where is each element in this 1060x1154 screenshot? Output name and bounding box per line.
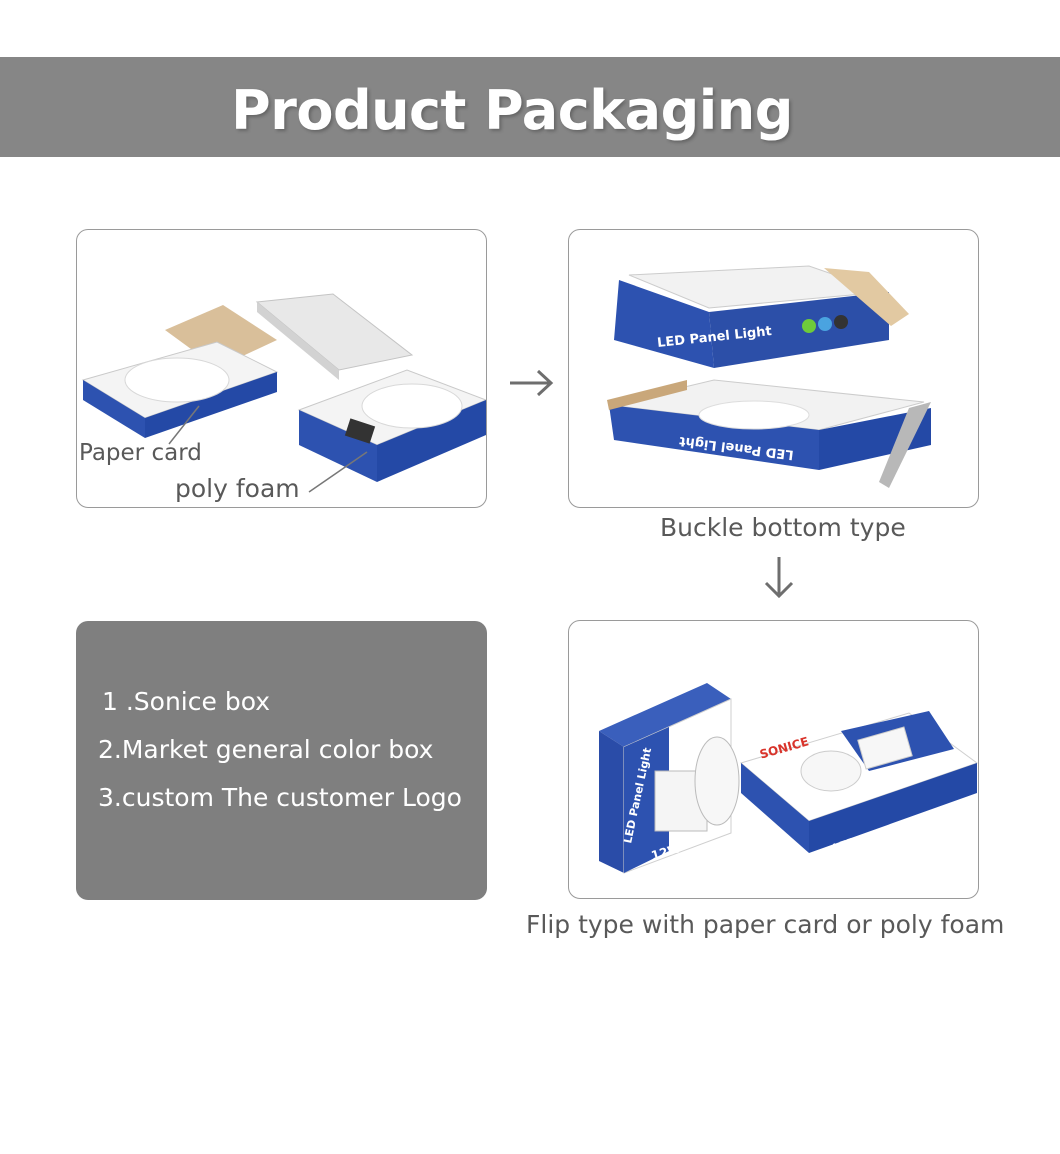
photo-flip-type-boxes: SONICE LED Panel Light 12W LED Panel Lig…	[568, 620, 979, 899]
photo-buckle-bottom-boxes: LED Panel Light LED Panel Light	[568, 229, 979, 508]
photo-open-boxes: Paper card poly foam	[76, 229, 487, 508]
flip-boxes-illustration	[599, 683, 978, 874]
option-custom-logo: 3.custom The customer Logo	[98, 783, 462, 812]
option-general-color-box: 2.Market general color box	[98, 735, 434, 764]
option-sonice-box: 1 .Sonice box	[102, 687, 271, 716]
page-title: Product Packaging	[231, 79, 793, 142]
open-boxes-illustration	[81, 293, 486, 493]
callout-poly-foam: poly foam	[175, 474, 300, 503]
arrow-right-icon	[510, 369, 554, 397]
buckle-boxes-illustration	[607, 265, 931, 488]
callout-paper-card: Paper card	[79, 440, 202, 466]
arrow-down-icon	[764, 557, 794, 599]
header-bar: Product Packaging	[0, 57, 1060, 157]
packaging-options-panel: 1 .Sonice box 2.Market general color box…	[76, 621, 487, 900]
caption-buckle-bottom: Buckle bottom type	[660, 513, 906, 542]
caption-flip-type: Flip type with paper card or poly foam	[526, 910, 1005, 939]
